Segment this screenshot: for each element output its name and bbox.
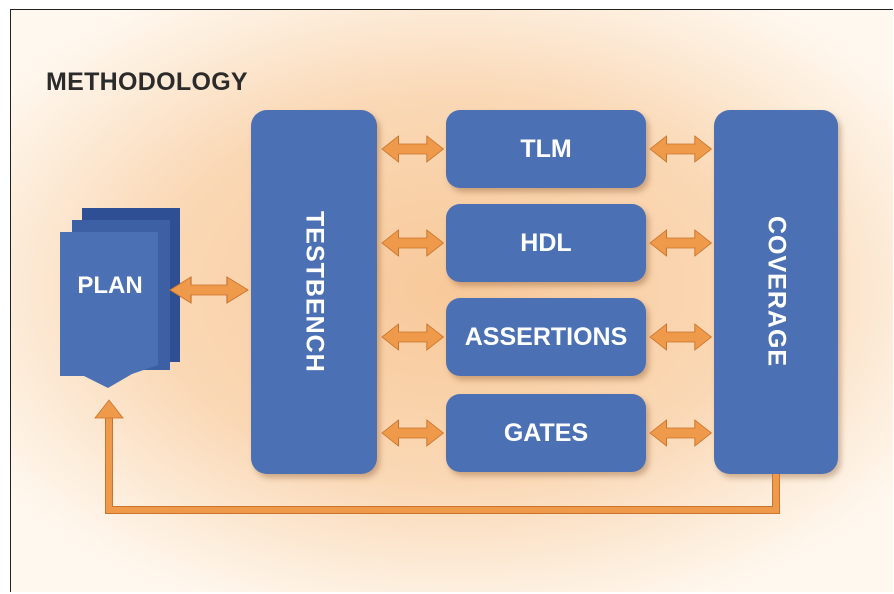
module-assertions: ASSERTIONS	[446, 298, 646, 376]
plan-label: PLAN	[77, 272, 143, 299]
arrow-testbench-assertions	[381, 323, 444, 351]
arrow-tlm-coverage	[649, 135, 712, 163]
module-tlm: TLM	[446, 110, 646, 188]
arrow-plan-testbench	[169, 276, 249, 304]
arrow-coverage-feedback-to-plan	[94, 399, 780, 514]
arrow-testbench-gates	[381, 419, 444, 447]
module-hdl: HDL	[446, 204, 646, 282]
testbench-label: TESTBENCH	[300, 211, 329, 373]
arrow-testbench-tlm	[381, 135, 444, 163]
module-assertions-label: ASSERTIONS	[464, 322, 628, 351]
module-tlm-label: TLM	[520, 134, 572, 163]
arrow-testbench-hdl	[381, 229, 444, 257]
module-gates-label: GATES	[503, 418, 589, 447]
plan-page-front	[60, 232, 158, 388]
diagram-title: METHODOLOGY	[46, 68, 248, 96]
arrow-gates-coverage	[649, 419, 712, 447]
coverage-block: COVERAGE	[714, 110, 838, 474]
module-gates: GATES	[446, 394, 646, 472]
arrow-assertions-coverage	[649, 323, 712, 351]
module-hdl-label: HDL	[520, 228, 572, 257]
arrow-hdl-coverage	[649, 229, 712, 257]
testbench-block: TESTBENCH	[251, 110, 377, 474]
coverage-label: COVERAGE	[762, 216, 791, 368]
